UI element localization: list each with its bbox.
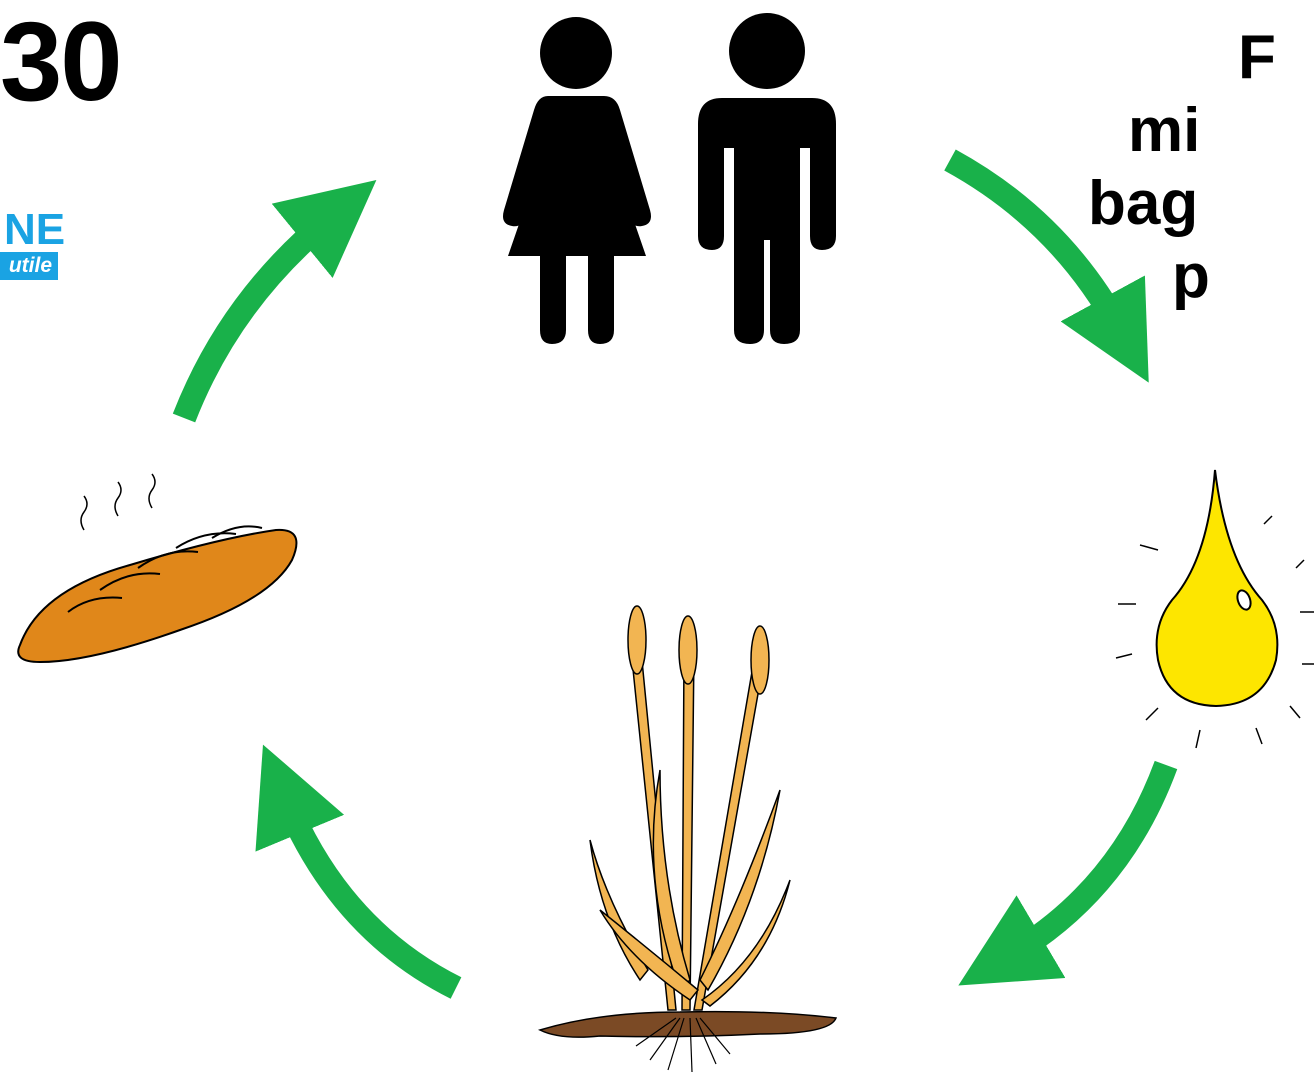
arrow-bread-to-people (184, 218, 330, 418)
arrow-wheat-to-bread (286, 800, 456, 988)
wheat-plant-icon (540, 606, 836, 1072)
arrow-oil-to-wheat (1010, 765, 1166, 955)
people-icon (503, 13, 836, 344)
cycle-arrows (184, 160, 1166, 988)
bread-loaf-icon (18, 474, 296, 662)
arrow-people-to-oil (950, 160, 1120, 330)
oil-drop-icon (1116, 470, 1314, 748)
